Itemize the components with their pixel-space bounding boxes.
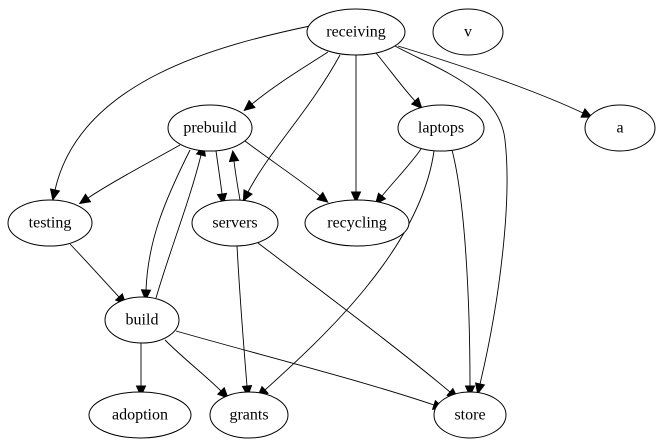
node-label: recycling <box>327 215 387 232</box>
edge-line <box>247 54 341 193</box>
node-shape <box>432 8 504 56</box>
edge-prebuild-to-testing <box>78 144 181 205</box>
edge-build-to-adoption <box>135 342 147 398</box>
node-build[interactable]: build <box>104 296 180 344</box>
node-laptops[interactable]: laptops <box>397 104 485 152</box>
node-label: store <box>454 407 485 424</box>
node-label: testing <box>29 215 72 232</box>
node-label: prebuild <box>183 120 236 137</box>
node-shape <box>191 199 279 247</box>
edge-line <box>257 242 451 393</box>
node-label: v <box>464 24 472 41</box>
edge-receiving-to-recycling <box>350 55 362 204</box>
edge-line <box>375 52 416 102</box>
node-shape <box>397 104 485 152</box>
edge-laptops-to-recycling <box>374 148 422 205</box>
node-shape <box>584 104 656 152</box>
node-label: a <box>616 120 623 137</box>
edge-line <box>145 149 191 291</box>
node-a[interactable]: a <box>584 104 656 152</box>
node-receiving[interactable]: receiving <box>306 8 406 56</box>
edge-line <box>164 339 222 392</box>
node-label: adoption <box>112 407 168 424</box>
edge-line <box>236 245 248 387</box>
edge-testing-to-build <box>69 243 127 306</box>
node-shape <box>104 296 180 344</box>
arrowhead-icon <box>216 386 229 399</box>
edge-laptops-to-store <box>451 149 476 398</box>
edge-line <box>215 150 223 195</box>
edge-receiving-to-laptops <box>375 52 423 110</box>
node-label: receiving <box>326 24 386 41</box>
edge-build-to-grants <box>164 339 229 399</box>
node-recycling[interactable]: recycling <box>304 199 410 247</box>
arrowhead-icon <box>216 192 228 206</box>
node-v[interactable]: v <box>432 8 504 56</box>
node-shape <box>88 391 192 439</box>
node-shape <box>306 8 406 56</box>
edge-prebuild-to-build <box>140 149 191 302</box>
edge-servers-to-grants <box>236 245 253 398</box>
node-label: build <box>126 312 159 329</box>
arrowhead-icon <box>580 107 594 118</box>
edge-line <box>175 330 435 406</box>
node-shape <box>433 391 507 439</box>
arrowhead-icon <box>464 385 476 398</box>
arrowhead-icon <box>135 385 147 398</box>
edge-prebuild-to-servers <box>215 150 228 206</box>
edge-receiving-to-testing <box>49 25 311 201</box>
edge-receiving-to-servers <box>242 54 341 202</box>
node-label: servers <box>212 215 257 232</box>
edge-build-to-store <box>175 330 445 410</box>
edge-prebuild-to-recycling <box>244 140 329 203</box>
arrowhead-icon <box>241 385 253 398</box>
node-label: laptops <box>418 120 464 137</box>
arrowhead-icon <box>410 97 423 110</box>
edge-line <box>251 51 329 105</box>
edge-line <box>54 25 311 191</box>
nodes-layer: receiving v prebuild laptops a testing servers… <box>7 8 656 439</box>
edge-laptops-to-grants <box>256 150 435 398</box>
node-adoption[interactable]: adoption <box>88 391 192 439</box>
edges-layer <box>49 25 594 410</box>
edge-servers-to-store <box>257 242 459 400</box>
arrowhead-icon <box>49 188 61 201</box>
edge-line <box>264 150 435 391</box>
arrowhead-icon <box>140 289 152 302</box>
arrowhead-icon <box>78 193 92 205</box>
node-shape <box>7 199 93 247</box>
edge-receiving-to-prebuild <box>243 51 329 112</box>
node-shape <box>304 199 410 247</box>
arrowhead-icon <box>316 191 329 203</box>
edge-line <box>394 45 508 385</box>
edge-line <box>155 154 202 299</box>
edge-line <box>87 144 181 199</box>
arrowhead-icon <box>228 149 240 163</box>
edge-line <box>233 160 241 201</box>
arrowhead-icon <box>474 382 486 395</box>
arrowhead-icon <box>374 192 387 205</box>
edge-line <box>381 148 422 197</box>
node-grants[interactable]: grants <box>209 391 289 439</box>
edge-servers-to-prebuild <box>228 149 241 201</box>
edge-receiving-to-store <box>394 45 508 395</box>
node-servers[interactable]: servers <box>191 199 279 247</box>
node-store[interactable]: store <box>433 391 507 439</box>
node-shape <box>209 391 289 439</box>
edge-line <box>397 45 584 114</box>
edge-line <box>451 149 471 387</box>
node-label: grants <box>229 407 268 424</box>
edge-line <box>244 140 321 197</box>
edge-line <box>69 243 120 298</box>
node-prebuild[interactable]: prebuild <box>167 104 253 152</box>
arrowhead-icon <box>242 189 253 202</box>
node-testing[interactable]: testing <box>7 199 93 247</box>
arrowhead-icon <box>350 191 362 204</box>
edge-receiving-to-a <box>397 45 594 118</box>
node-shape <box>167 104 253 152</box>
arrowhead-icon <box>243 99 256 112</box>
